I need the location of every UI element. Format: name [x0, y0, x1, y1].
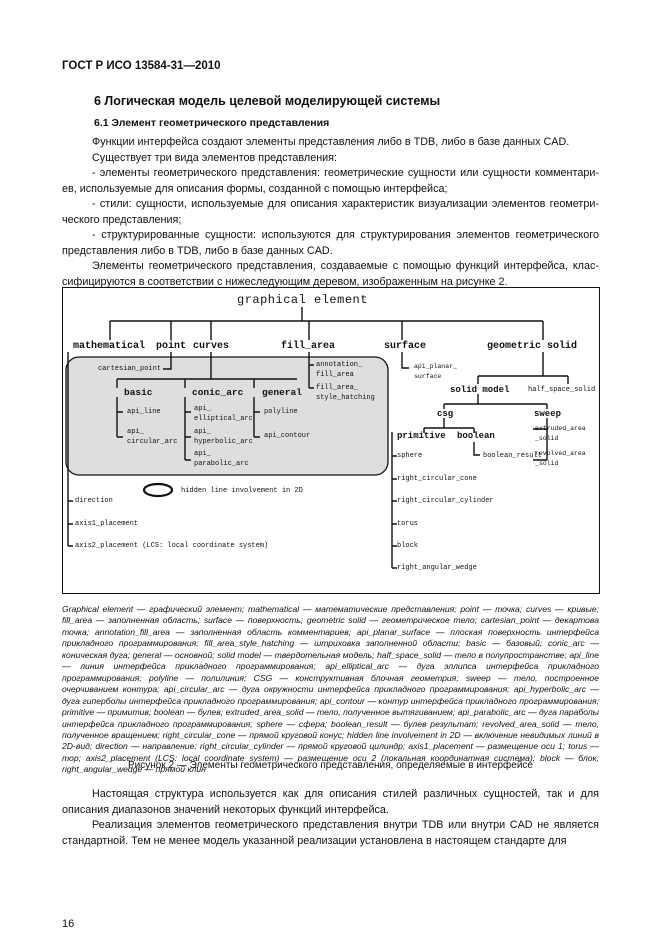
label-line: elliptical_arc [194, 415, 253, 423]
label-line: fill_area_ [316, 384, 359, 392]
node-api-planar-surface: api_planar_ surface [414, 362, 457, 382]
node-geometric-solid: geometric solid [487, 341, 578, 352]
node-api-hyperbolic-arc: api_ hyperbolic_arc [194, 427, 253, 447]
label-line: _solid [535, 435, 559, 442]
node-right-circular-cylinder: right_circular_cylinder [397, 497, 494, 505]
oval-marker [142, 482, 174, 498]
label-line: fill_area [316, 371, 354, 379]
node-sphere: sphere [397, 452, 423, 460]
subsection-title: 6.1 Элемент геометрического представлени… [94, 117, 330, 129]
label-line: parabolic_arc [194, 460, 249, 468]
node-polyline: polyline [264, 408, 298, 416]
node-mathematical: mathematical [73, 341, 146, 352]
node-boolean-result: boolean_result [483, 452, 542, 460]
node-fill-area: fill_area [281, 341, 336, 352]
node-conic-arc: conic_arc [192, 387, 244, 398]
paragraph: - структурированные сущности: используют… [62, 229, 599, 257]
label-line: api_ [194, 428, 211, 436]
mathematical-group-region [65, 356, 389, 476]
node-extruded-area-solid: extruded_area _solid [535, 424, 586, 444]
label-line: surface [414, 373, 442, 380]
paragraph: Элементы геометрического представления, … [62, 260, 599, 288]
label-line: style_hatching [316, 394, 375, 402]
figure-legend: Graphical element — графический элемент;… [62, 604, 599, 775]
node-basic: basic [124, 387, 153, 398]
node-sweep: sweep [534, 409, 562, 419]
node-general: general [262, 387, 302, 398]
node-csg: csg [437, 409, 454, 419]
paragraph: Настоящая структура используется как для… [62, 788, 599, 816]
paragraph: Существует три вида элементов представле… [92, 152, 338, 164]
paragraph: Функции интерфейса создают элементы пред… [92, 136, 570, 148]
page-number: 16 [62, 918, 75, 930]
figure-caption: Рисунок 2 — Элементы геометрического пре… [128, 760, 533, 771]
node-annotation-fill-area: annotation_ fill_area [316, 360, 362, 380]
node-revolved-area-solid: revolved_area _solid [535, 449, 586, 469]
node-api-line: api_line [127, 408, 161, 416]
node-block: block [397, 542, 419, 550]
label-line: _solid [535, 460, 559, 467]
paragraph: - стили: сущности, используемые для опис… [62, 198, 599, 226]
node-fill-area-style-hatching: fill_area_ style_hatching [316, 383, 375, 403]
node-primitive: primitive [397, 431, 446, 441]
node-half-space-solid: half_space_solid [528, 386, 596, 394]
label-line: revolved_area [535, 450, 586, 457]
node-torus: torus [397, 520, 419, 528]
node-curves: curves [193, 341, 230, 352]
node-graphical-element: graphical element [237, 293, 368, 307]
figure-frame [62, 287, 600, 594]
node-cartesian-point: cartesian_point [98, 365, 162, 373]
node-api-contour: api_contour [264, 432, 311, 440]
node-axis1-placement: axis1_placement [75, 520, 139, 528]
node-api-parabolic-arc: api_ parabolic_arc [194, 449, 249, 469]
label-line: circular_arc [127, 438, 178, 446]
label-line: api_ [127, 428, 144, 436]
paragraph: - элементы геометрического представления… [62, 167, 599, 195]
paragraph: Реализация элементов геометрического пре… [62, 819, 599, 847]
label-line: extruded_area [535, 425, 586, 432]
node-api-circular-arc: api_ circular_arc [127, 427, 177, 447]
label-line: api_ [194, 450, 211, 458]
node-solid-model: solid model [450, 385, 510, 395]
label-line: annotation_ [316, 361, 363, 369]
node-surface: surface [384, 341, 427, 352]
node-axis2-placement: axis2_placement (LCS: local coordinate s… [75, 542, 269, 550]
label-line: hyperbolic_arc [194, 438, 253, 446]
node-right-circular-cone: right_circular_cone [397, 475, 477, 483]
standard-header: ГОСТ Р ИСО 13584-31—2010 [62, 60, 221, 72]
node-direction: direction [75, 497, 113, 505]
node-api-elliptical-arc: api_ elliptical_arc [194, 404, 253, 424]
node-point: point [156, 341, 187, 352]
label-line: api_ [194, 405, 211, 413]
node-right-angular-wedge: right_angular_wedge [397, 564, 477, 572]
section-title: 6 Логическая модель целевой моделирующей… [94, 94, 441, 108]
node-hidden-line: hidden line involvement in 2D [181, 487, 303, 495]
node-boolean: boolean [457, 431, 495, 441]
label-line: api_planar_ [414, 363, 457, 370]
